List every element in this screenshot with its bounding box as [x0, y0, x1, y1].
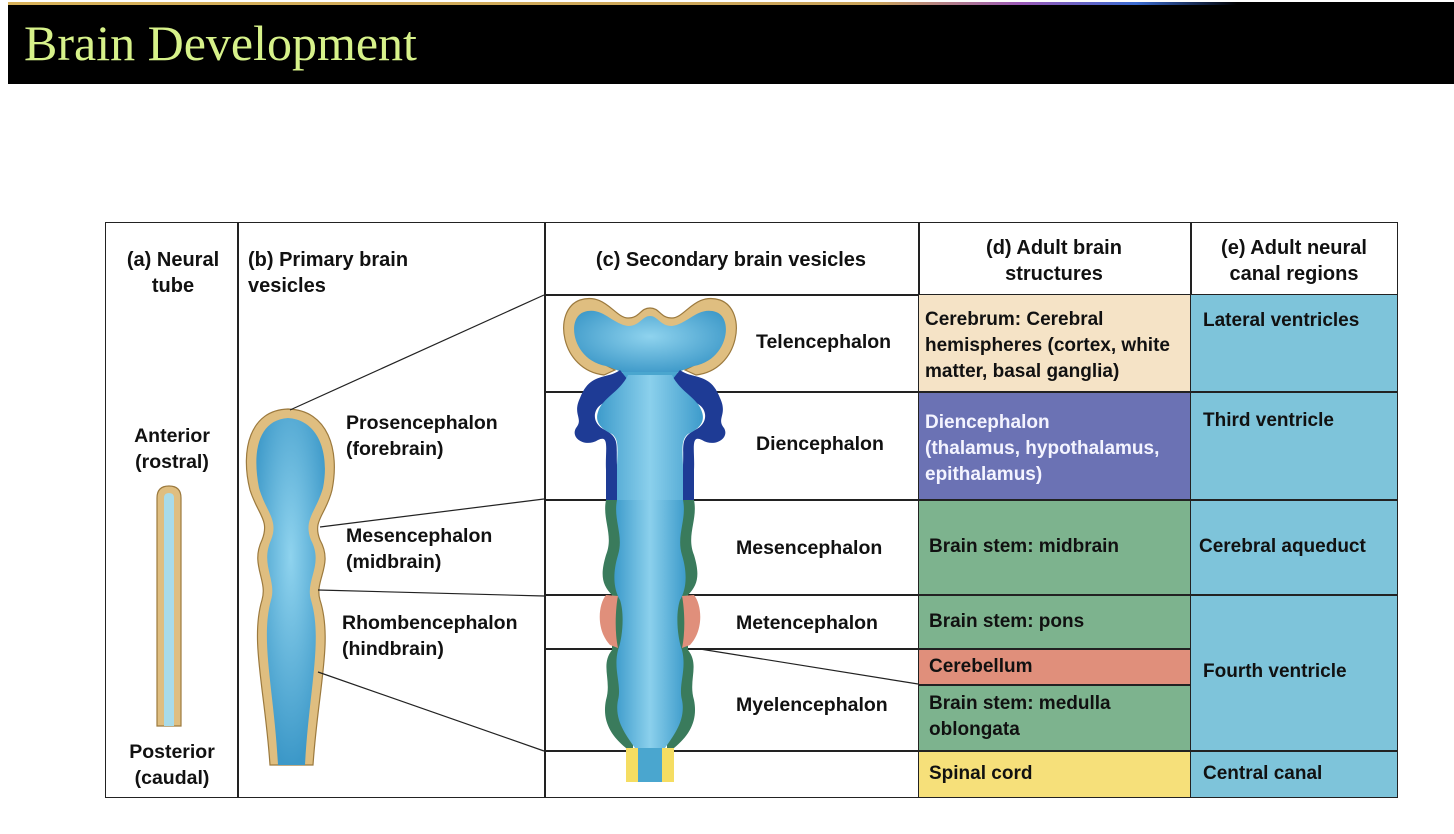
canal-lateral-ventricles: Lateral ventricles [1191, 295, 1397, 392]
canal-text: Cerebral aqueduct [1199, 536, 1366, 557]
adult-structure-text: Brain stem: medulla oblongata [929, 693, 1111, 740]
row-divider-6 [544, 750, 1398, 752]
adult-structure-text: Brain stem: midbrain [929, 536, 1120, 557]
row-divider-2 [544, 499, 1398, 501]
label-mesencephalon-secondary: Mesencephalon [736, 537, 883, 559]
adult-structure-text: Brain stem: pons [929, 611, 1085, 632]
label-prosencephalon: Prosencephalon (forebrain) [346, 412, 498, 460]
col-divider-c [918, 222, 920, 798]
row-divider-3 [544, 594, 1398, 596]
canal-text: Third ventricle [1203, 410, 1334, 431]
col-divider-a [237, 222, 239, 798]
title-bar: Brain Development [8, 2, 1454, 84]
row-divider-4 [544, 648, 1190, 650]
col-divider-b [544, 222, 546, 798]
adult-structure-text: Diencephalon (thalamus, hypothalamus, ep… [925, 412, 1160, 485]
diagram-table [105, 222, 1398, 798]
canal-text: Fourth ventricle [1203, 661, 1347, 682]
adult-structure-spinal-cord: Spinal cord [919, 751, 1190, 797]
header-primary-vesicles-text: (b) Primary brain vesicles [248, 249, 409, 297]
canal-cerebral-aqueduct: Cerebral aqueduct [1191, 500, 1397, 595]
col-divider-d [1190, 222, 1192, 798]
connector-lines [289, 294, 919, 752]
adult-structure-text: Spinal cord [929, 763, 1033, 784]
adult-structure-diencephalon: Diencephalon (thalamus, hypothalamus, ep… [919, 392, 1190, 500]
canal-third-ventricle: Third ventricle [1191, 392, 1397, 500]
canal-text: Lateral ventricles [1203, 310, 1360, 331]
canal-central-canal: Central canal [1191, 751, 1397, 797]
adult-structure-cerebellum: Cerebellum [919, 649, 1190, 685]
adult-structure-midbrain: Brain stem: midbrain [919, 500, 1190, 595]
header-canal-regions: (e) Adult neural canal regions [1221, 237, 1367, 285]
canal-fourth-ventricle: Fourth ventricle [1191, 595, 1397, 751]
secondary-vesicles-shape [563, 297, 737, 782]
adult-structure-cerebrum: Cerebrum: Cerebral hemispheres (cortex, … [919, 295, 1190, 392]
label-mesencephalon-primary: Mesencephalon (midbrain) [346, 525, 493, 573]
label-myelencephalon: Myelencephalon [736, 694, 888, 716]
header-primary-vesicles: (b) Primary brain vesicles [248, 247, 544, 299]
header-underline [544, 294, 1398, 296]
header-secondary-vesicles: (c) Secondary brain vesicles [595, 249, 867, 271]
neural-tube-shape [156, 485, 182, 727]
row-divider-5 [918, 684, 1190, 686]
adult-structure-text: Cerebellum [929, 656, 1033, 677]
label-diencephalon: Diencephalon [756, 433, 884, 455]
page-title: Brain Development [24, 15, 417, 71]
adult-structure-medulla: Brain stem: medulla oblongata [919, 685, 1190, 751]
row-divider-1c [544, 391, 918, 393]
label-anterior: Anterior (rostral) [134, 425, 210, 473]
label-metencephalon: Metencephalon [736, 612, 878, 634]
adult-structure-text: Cerebrum: Cerebral hemispheres (cortex, … [925, 309, 1170, 382]
label-rhombencephalon: Rhombencephalon (hindbrain) [342, 612, 518, 660]
canal-text: Central canal [1203, 763, 1323, 784]
title-accent-stripe [8, 2, 1454, 5]
primary-vesicles-shape [245, 408, 335, 766]
header-neural-tube: (a) Neural tube [126, 249, 220, 297]
label-telencephalon: Telencephalon [756, 331, 892, 353]
adult-structure-pons: Brain stem: pons [919, 595, 1190, 649]
row-divider-1 [918, 391, 1398, 393]
label-posterior: Posterior (caudal) [129, 741, 215, 789]
header-adult-structures: (d) Adult brain structures [986, 237, 1122, 285]
